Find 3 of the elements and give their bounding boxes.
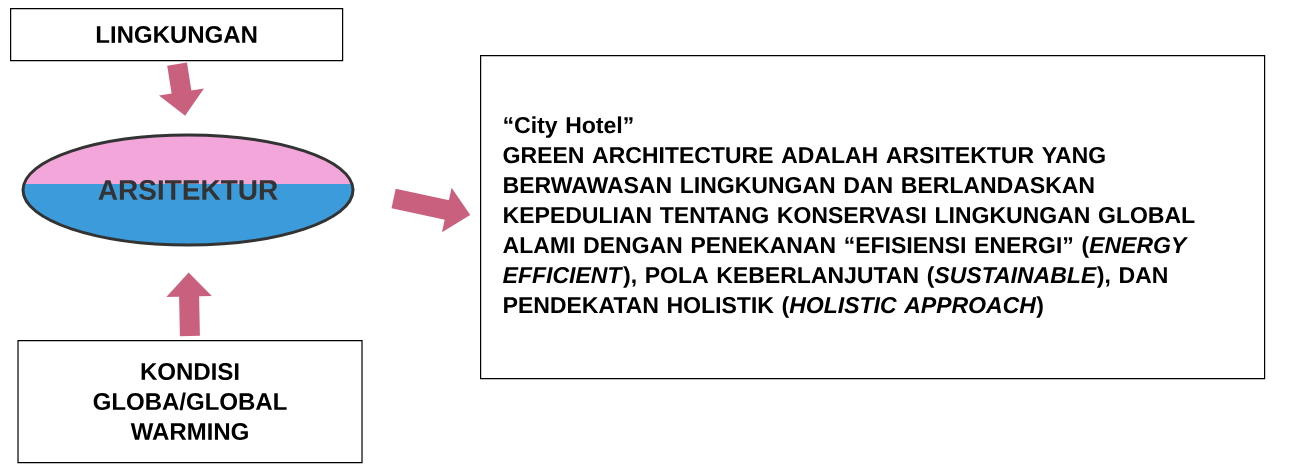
label-box: LINGKUNGAN xyxy=(10,8,344,62)
label-box: KONDISI GLOBA/GLOBAL WARMING xyxy=(17,340,363,464)
text-box: “City Hotel” GREEN ARCHITECTURE ADALAH ARSITEKTUR YANG BERWAWASAN LINGKUNGAN DAN BERLANDASKAN KEPEDULIAN TENTANG KONSERVASI LINGKUNGAN GLOBAL ALAMI DENGAN PENEKANAN “EFISIENSI ENERGI” (ENERGY EFFICIENT), POLA KEBERLANJUTAN (SUSTAINABLE), DAN PENDEKATAN HOLISTIK (HOLISTIC APPROACH) xyxy=(480,55,1266,380)
